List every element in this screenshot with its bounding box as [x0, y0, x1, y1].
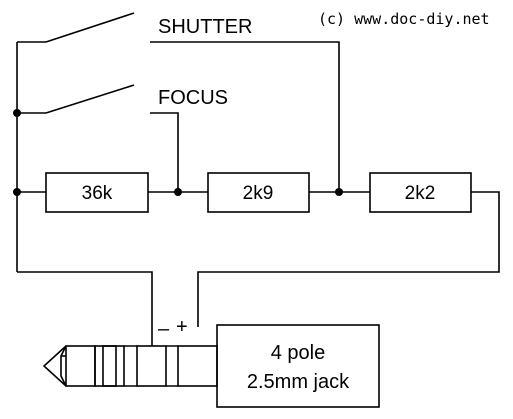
focus-label: FOCUS: [158, 87, 228, 109]
junction-dot: [13, 109, 21, 117]
chain-wire-return-to-plus: [197, 191, 500, 327]
resistor-2k9: 2k9: [207, 172, 310, 213]
resistor-2k2: 2k2: [369, 172, 472, 213]
resistor-body: [369, 172, 472, 213]
jack-ring-3: [136, 345, 167, 387]
resistor-36k: 36k: [45, 172, 149, 213]
focus-switch-blade: [45, 84, 135, 114]
shutter-switch-output-wire: [150, 41, 340, 192]
watermark: (c) www.doc-diy.net: [318, 10, 490, 28]
minus-wire: [17, 271, 153, 346]
jack-plug: [42, 345, 218, 387]
shutter-label: SHUTTER: [158, 16, 252, 38]
jack-label-line2: 2.5mm jack: [247, 371, 350, 393]
jack-label-line1: 4 pole: [271, 342, 326, 364]
junction-dot: [174, 188, 182, 196]
jack-sleeve: [177, 345, 218, 387]
plus-label: +: [176, 316, 188, 338]
junction-dot: [335, 188, 343, 196]
jack-ring-2: [94, 345, 125, 387]
resistor-body: [207, 172, 310, 213]
jack-insulator-1: [102, 345, 117, 387]
resistor-value: 2k9: [243, 183, 274, 204]
jack-tip: [42, 345, 67, 387]
resistor-body: [45, 172, 149, 213]
jack-body-box: [216, 324, 380, 408]
minus-label: –: [158, 318, 170, 340]
jack-connectors: [124, 345, 178, 387]
shutter-switch-blade: [45, 12, 135, 43]
resistor-value: 36k: [82, 183, 113, 204]
focus-switch-output-wire: [150, 112, 179, 192]
jack-ring-1: [65, 345, 96, 387]
resistor-value: 2k2: [405, 183, 436, 204]
junction-dot: [13, 188, 21, 196]
